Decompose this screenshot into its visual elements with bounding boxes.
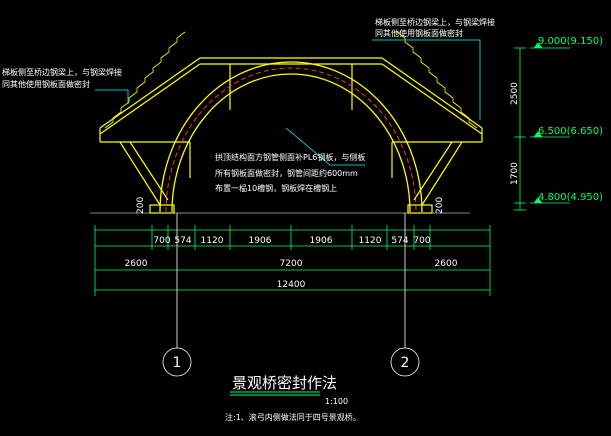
elevation-bottom: 4.800(4.950): [538, 192, 603, 203]
dim-row1-1: 574: [174, 236, 191, 246]
dim-row3-0: 12400: [277, 280, 306, 290]
arch: [159, 61, 423, 213]
vertical-dimensions: [514, 42, 570, 211]
drawing-scale: 1:100: [325, 397, 348, 406]
dim-row2-2: 2600: [435, 259, 458, 269]
annotation-left-2: 同其他使用钢板面做密封: [2, 79, 90, 89]
vertical-dim-base-left: 200: [136, 197, 146, 214]
drawing-note: 注:1、滚弓内侧做法同于四号景观桥。: [225, 412, 361, 422]
drawing-title: 景观桥密封作法: [232, 374, 337, 392]
dim-row1-5: 1120: [359, 236, 382, 246]
axis-label-2: 2: [401, 355, 410, 371]
supports: [149, 204, 433, 214]
leader-lines: [95, 39, 481, 166]
right-staircase: [381, 31, 483, 143]
annotation-top-right-2: 同其他使用钢板面做密封: [375, 28, 463, 38]
axis-label-1: 1: [173, 355, 182, 371]
elevation-mid: 6.500(6.650): [538, 126, 603, 137]
left-staircase: [99, 31, 201, 143]
dim-row1-2: 1120: [201, 236, 224, 246]
title-underline: [230, 391, 320, 396]
axis-lines: [162, 213, 420, 377]
annotation-top-right-1: 梯板侧至桥边钢梁上，与钢梁焊接: [375, 17, 495, 27]
vertical-dim-lower: 1700: [510, 162, 520, 185]
annotation-left-1: 梯板侧至桥边钢梁上，与钢梁焊接: [2, 67, 122, 77]
vertical-dim-base-right: 200: [435, 197, 445, 214]
annotation-center-3: 布置一榀10槽钢，钢板焊在槽钢上: [215, 183, 337, 193]
top-deck: [200, 57, 382, 110]
elevation-top: 9.000(9.150): [538, 36, 603, 47]
dim-row2-1: 7200: [280, 259, 303, 269]
dim-row2-0: 2600: [125, 259, 148, 269]
horizontal-dimensions: [94, 225, 491, 296]
vertical-dim-upper: 2500: [510, 82, 520, 105]
dim-row1-4: 1906: [310, 236, 333, 246]
side-struts: [119, 141, 463, 206]
dim-row1-3: 1906: [249, 236, 272, 246]
dim-row1-0: 700: [153, 236, 170, 246]
dim-row1-6: 574: [391, 236, 408, 246]
annotation-center-2: 所有钢板面做密封，钢管间距约600mm: [215, 168, 358, 178]
dim-row1-7: 700: [413, 236, 430, 246]
annotation-center-1: 拱顶结构面方钢管侧面补PL6钢板，与侧板: [215, 152, 365, 162]
